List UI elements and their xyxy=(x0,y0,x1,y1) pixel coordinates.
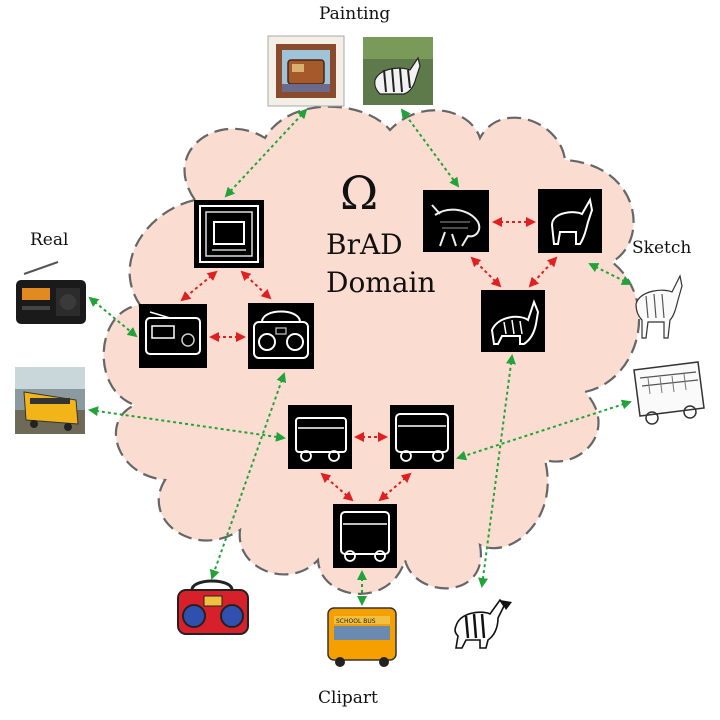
real-bus-image xyxy=(15,367,85,434)
clipart-zebra-image xyxy=(454,598,512,649)
label-clipart: Clipart xyxy=(318,688,378,708)
tile-zebra-glow xyxy=(423,190,489,252)
clipart-boombox-image xyxy=(177,579,249,635)
brad-title-line2: Domain xyxy=(326,266,436,299)
green-arrows xyxy=(88,108,632,606)
omega-symbol: Ω xyxy=(340,166,379,220)
tile-bus-left xyxy=(288,405,352,469)
brad-title-line1: BrAD xyxy=(326,228,403,261)
tile-boombox xyxy=(248,303,314,369)
label-real: Real xyxy=(30,230,69,250)
painting-zebra-image xyxy=(363,37,433,105)
real-radio-image xyxy=(16,261,86,324)
red-arrows xyxy=(180,217,558,502)
tile-bus-bottom xyxy=(333,504,397,568)
clipart-bus-text: SCHOOL BUS xyxy=(336,618,376,625)
tile-radio xyxy=(139,304,207,368)
sketch-zebra-image xyxy=(635,274,683,339)
sketch-bus-image xyxy=(633,361,705,425)
painting-radio-image xyxy=(267,35,345,107)
label-painting: Painting xyxy=(319,4,391,24)
tile-bus-right xyxy=(390,405,454,469)
tile-zebra-cartoon xyxy=(481,290,545,352)
clipart-bus-image: SCHOOL BUS xyxy=(327,607,397,667)
label-sketch: Sketch xyxy=(632,238,692,258)
tile-radio-frame xyxy=(194,200,264,268)
tile-zebra-silhouette xyxy=(538,189,602,253)
